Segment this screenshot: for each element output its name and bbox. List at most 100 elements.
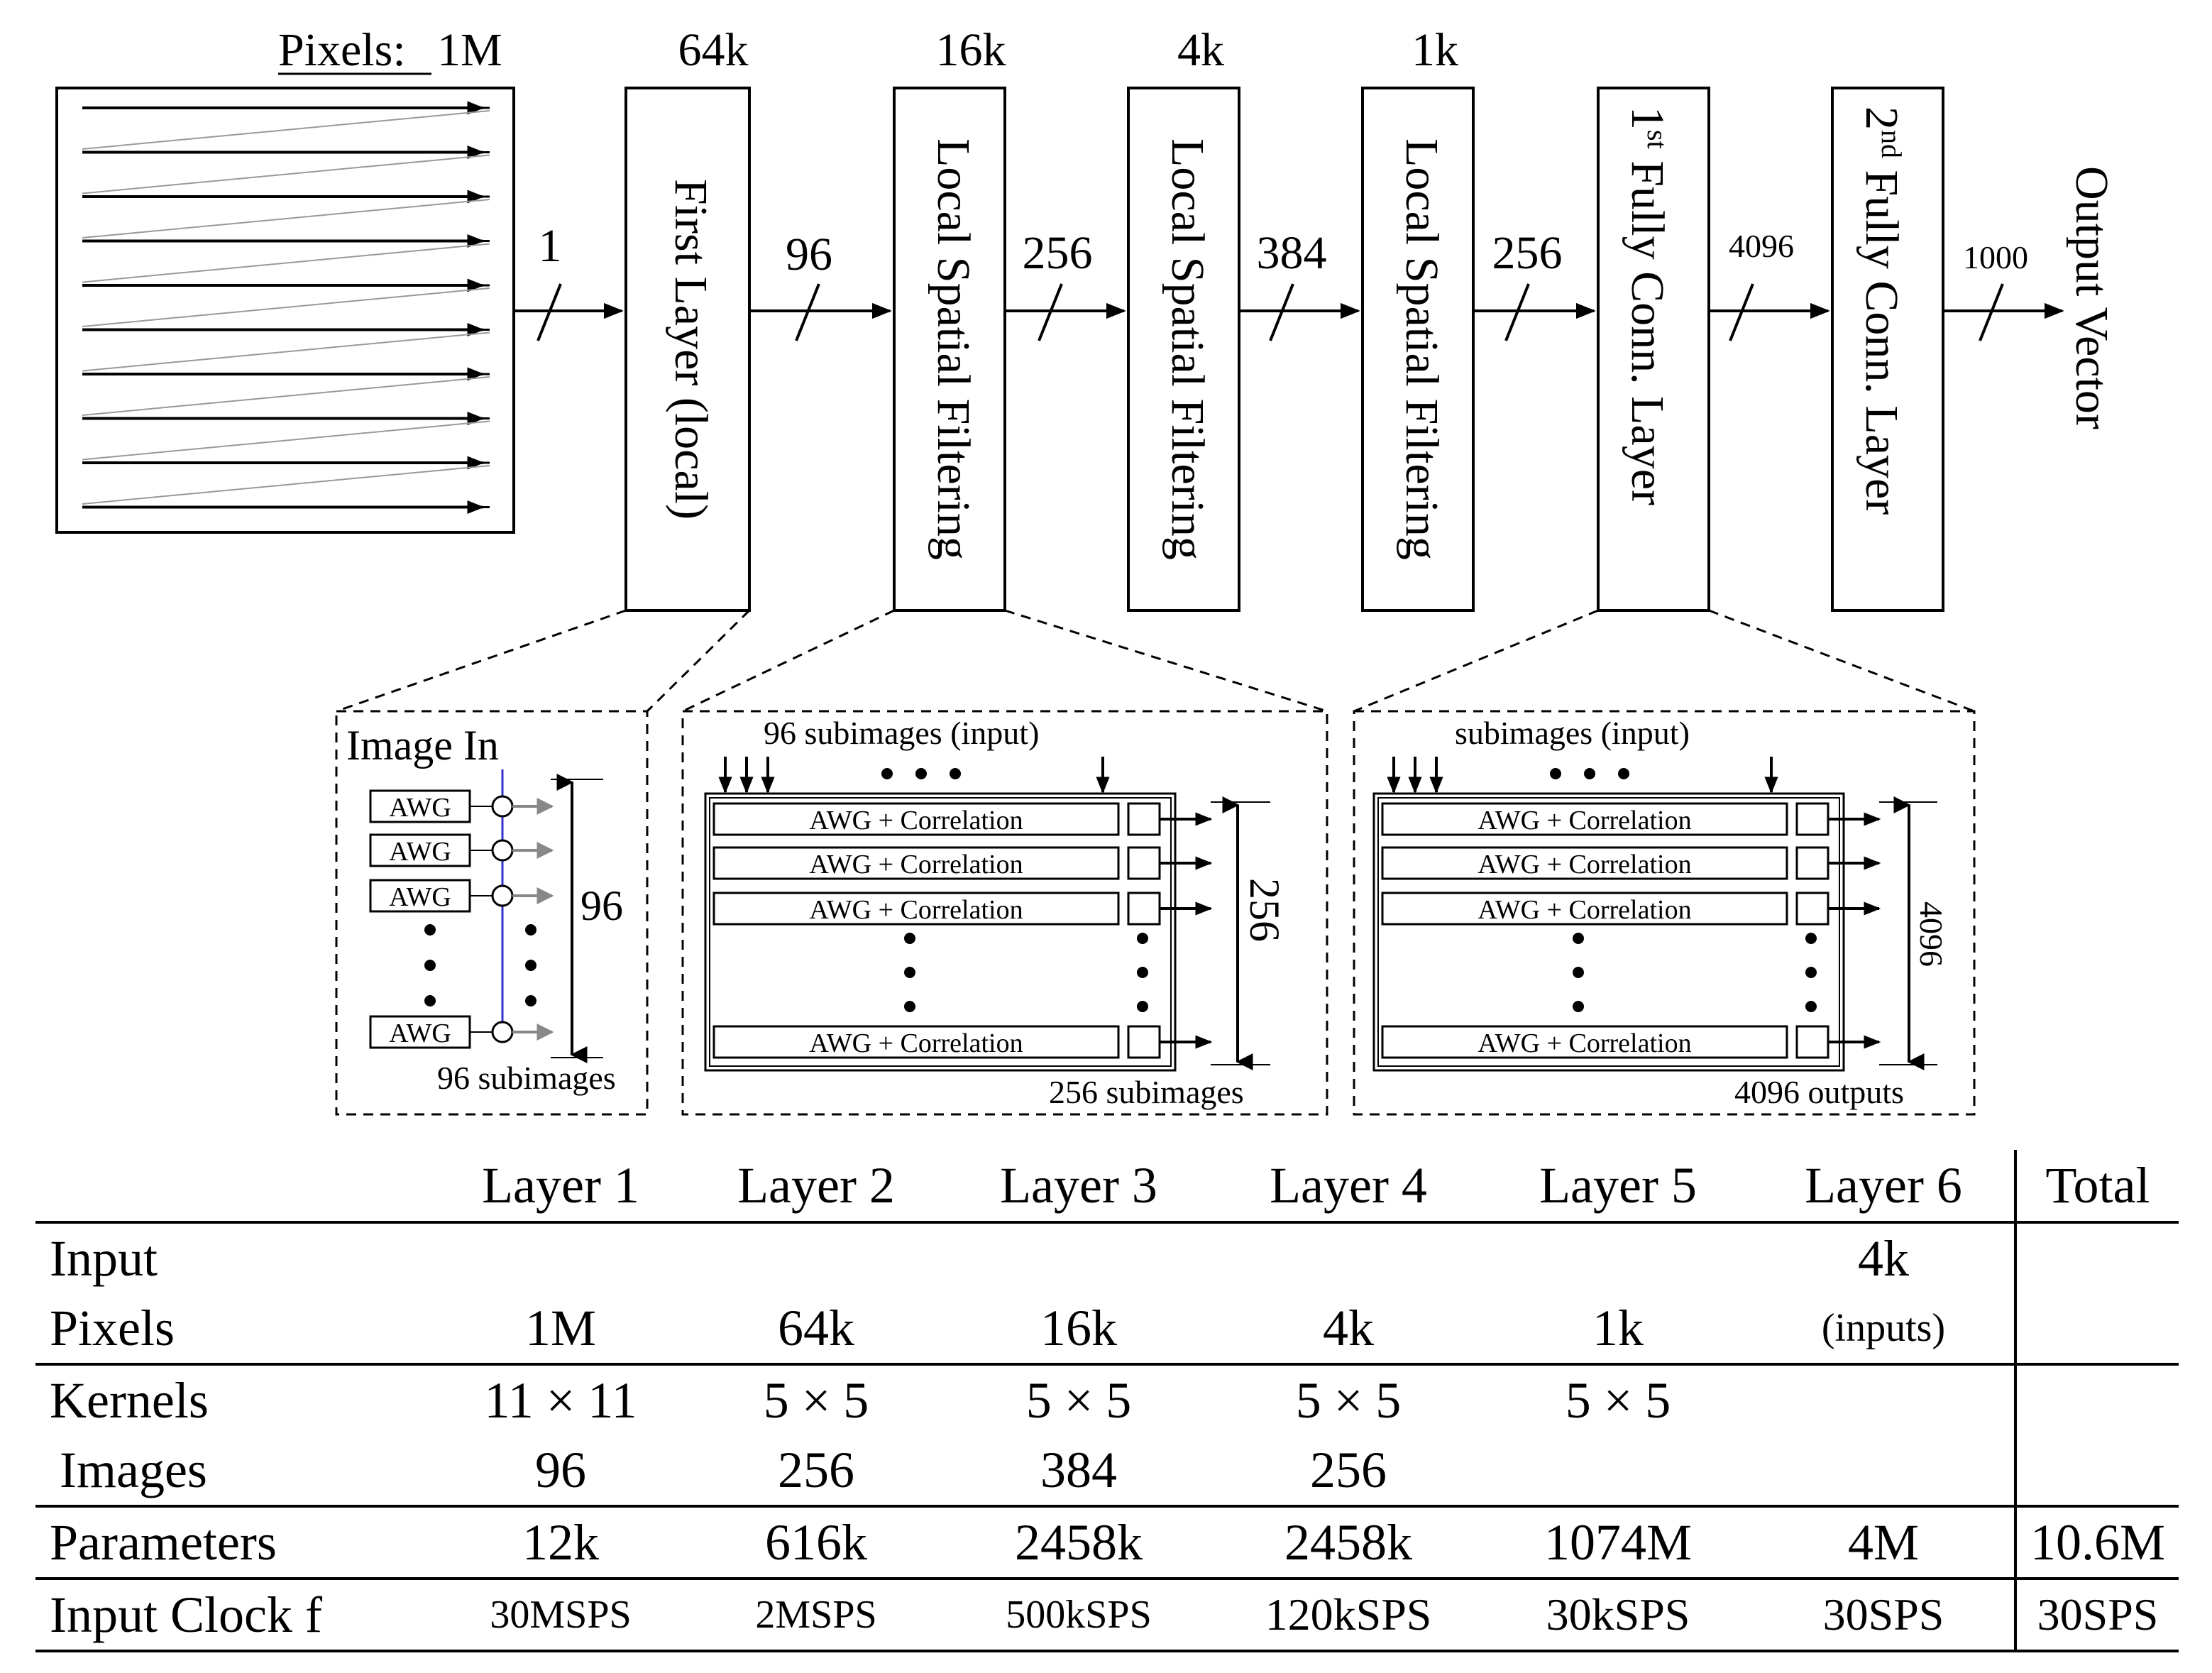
detail3-header-dots <box>1550 768 1629 779</box>
detail2-input-arrows <box>718 757 1110 794</box>
bus-slash-6 <box>1729 283 1754 341</box>
correlation-label: AWG + Correlation <box>1478 850 1691 879</box>
raster-retrace-line <box>82 376 490 416</box>
channel-count-5: 256 <box>1492 227 1563 279</box>
params-layer-4: 2458k <box>1214 1506 1483 1580</box>
row-label-parameters: Parameters <box>35 1506 433 1580</box>
clock-total: 30SPS <box>2014 1579 2179 1652</box>
correlation-row: AWG + Correlation <box>712 892 1213 926</box>
clock-layer-5: 30kSPS <box>1483 1579 1753 1652</box>
correlation-row: AWG + Correlation <box>1381 846 1881 880</box>
detail2-count: 256 <box>1241 878 1288 942</box>
network-diagram: Pixels: 1M 64k 16k 4k 1k First Layer (lo… <box>55 24 2118 1116</box>
kernels-layer-5: 5 × 5 <box>1565 1371 1671 1429</box>
awg-row: AWG <box>369 1015 554 1049</box>
header-layer-4: Layer 4 <box>1214 1150 1483 1224</box>
output-cell <box>1127 802 1161 836</box>
fc1-label: Fully Conn. Layer <box>1622 160 1673 505</box>
bus-slash-7 <box>1979 283 2004 341</box>
images-layer-3: 384 <box>944 1435 1214 1508</box>
size-label-1: 64k <box>678 24 749 76</box>
header-layer-1: Layer 1 <box>433 1150 688 1224</box>
block-fully-conn-1: 1st Fully Conn. Layer <box>1597 87 1710 612</box>
raster-retrace-line <box>82 154 490 194</box>
detail1-title: Image In <box>346 722 499 769</box>
channel-count-6: 4096 <box>1729 228 1794 264</box>
correlation-row: AWG + Correlation <box>712 802 1213 836</box>
pixels-layer-2: 64k <box>688 1293 944 1366</box>
detail1-dots <box>424 924 537 1006</box>
channel-count-4: 384 <box>1257 227 1327 279</box>
detail1-awg-rows: AWG AWG AWG AWG <box>369 789 554 1049</box>
output-cell <box>1127 1025 1161 1059</box>
block-first-layer: First Layer (local) <box>624 87 751 612</box>
header-layer-3: Layer 3 <box>944 1150 1214 1224</box>
coupler-circle <box>491 884 514 907</box>
kernels-layer-1: 11 × 11 <box>484 1371 637 1429</box>
channel-count-1: 1 <box>539 220 562 272</box>
clock-layer-2: 2MSPS <box>688 1579 944 1652</box>
table-row-kernels: Kernels 11 × 11 5 × 5 5 × 5 5 × 5 5 × 5 <box>35 1364 2179 1435</box>
correlation-label: AWG + Correlation <box>809 895 1023 925</box>
raster-retrace-line <box>82 465 490 505</box>
header-total: Total <box>2014 1150 2179 1224</box>
fc2-suffix: nd <box>1876 130 1908 158</box>
bus-slash-2 <box>795 283 820 341</box>
header-layer-5: Layer 5 <box>1483 1150 1753 1224</box>
params-layer-3: 2458k <box>944 1506 1214 1580</box>
header-layer-6: Layer 6 <box>1753 1150 2015 1224</box>
fc2-label: Fully Conn. Layer <box>1856 170 1908 515</box>
block-local-spatial-1-label: Local Spatial Filtering <box>928 138 979 560</box>
detail-panel-local-spatial: 96 subimages (input) AWG + CorrelationAW… <box>681 710 1328 1116</box>
kernels-layer-4: 5 × 5 <box>1295 1371 1402 1429</box>
awg-label: AWG <box>389 837 451 867</box>
size-label-4: 1k <box>1412 24 1458 76</box>
images-layer-1: 96 <box>433 1435 688 1508</box>
bus-slash-4 <box>1269 283 1294 341</box>
connection-arrows <box>515 283 2064 341</box>
params-layer-2: 616k <box>688 1506 944 1580</box>
row-label-input: Input <box>50 1229 158 1287</box>
bus-slash-1 <box>537 283 562 341</box>
detail2-dots <box>904 933 1148 1012</box>
detail3-count: 4096 <box>1913 901 1949 967</box>
correlation-label: AWG + Correlation <box>809 806 1023 835</box>
raster-retrace-line <box>82 331 490 372</box>
block-local-spatial-3-label: Local Spatial Filtering <box>1396 138 1448 560</box>
awg-label: AWG <box>389 882 451 912</box>
table-row-input: Input 4k <box>35 1222 2179 1293</box>
row-label-pixels: Pixels <box>35 1293 433 1366</box>
clock-layer-3: 500kSPS <box>944 1579 1214 1652</box>
layer6-input-bottom: (inputs) <box>1753 1293 2015 1366</box>
channel-count-2: 96 <box>786 229 832 280</box>
pixels-layer-1: 1M <box>433 1293 688 1366</box>
detail2-header: 96 subimages (input) <box>764 715 1039 751</box>
output-cell <box>1127 846 1161 880</box>
row-label-kernels: Kernels <box>50 1371 209 1429</box>
detail1-footer: 96 subimages <box>437 1060 616 1096</box>
channel-count-3: 256 <box>1023 227 1093 279</box>
correlation-label: AWG + Correlation <box>1478 806 1691 835</box>
block-fully-conn-2: 2nd Fully Conn. Layer <box>1831 87 1944 612</box>
detail3-footer: 4096 outputs <box>1734 1074 1904 1110</box>
pixels-value: 1M <box>437 24 502 76</box>
kernels-layer-3: 5 × 5 <box>1025 1371 1132 1429</box>
correlation-row: AWG + Correlation <box>1381 1025 1881 1059</box>
coupler-circle <box>491 795 514 818</box>
pixels-layer-5: 1k <box>1483 1293 1753 1366</box>
bus-slash-3 <box>1038 283 1063 341</box>
awg-label: AWG <box>389 793 451 823</box>
correlation-label: AWG + Correlation <box>809 850 1023 879</box>
awg-label: AWG <box>389 1019 451 1048</box>
table-row-parameters: Parameters 12k 616k 2458k 2458k 1074M 4M… <box>35 1506 2179 1580</box>
correlation-row: AWG + Correlation <box>712 1025 1213 1059</box>
bus-slash-5 <box>1504 283 1530 341</box>
coupler-circle <box>491 839 514 862</box>
images-layer-2: 256 <box>688 1435 944 1508</box>
layer-stats-table: Layer 1 Layer 2 Layer 3 Layer 4 Layer 5 … <box>35 1150 2179 1652</box>
pixels-layer-3: 16k <box>944 1293 1214 1366</box>
clock-layer-6: 30SPS <box>1753 1579 2015 1652</box>
